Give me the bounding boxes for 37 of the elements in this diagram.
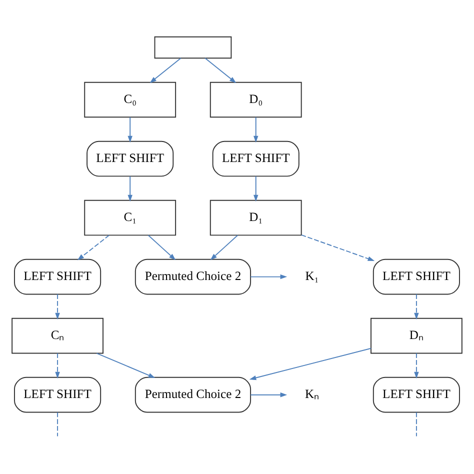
node-box: Cₙ [12, 318, 104, 354]
node-text: K₁ [305, 269, 319, 284]
arrow [250, 274, 288, 280]
node-box: LEFT SHIFT [372, 376, 460, 413]
node-box: LEFT SHIFT [212, 140, 300, 177]
arrow [128, 116, 132, 143]
arrow [300, 234, 375, 261]
node-text: Kₙ [304, 387, 320, 402]
node-box: LEFT SHIFT [14, 376, 102, 413]
arrow [77, 234, 110, 260]
arrow [210, 234, 238, 260]
arrow [55, 294, 60, 320]
node-box: Dₙ [370, 318, 462, 354]
arrow [96, 352, 156, 378]
arrow [250, 392, 288, 398]
connector [57, 412, 58, 437]
node-box [154, 36, 232, 59]
arrow [414, 352, 419, 379]
arrow [204, 58, 236, 84]
node-box: Permuted Choice 2 [134, 376, 252, 413]
node-box: D₀ [210, 82, 302, 118]
connector [416, 412, 417, 437]
node-box: C₀ [84, 82, 176, 118]
node-box: Permuted Choice 2 [134, 258, 252, 295]
arrow [55, 352, 60, 379]
node-box: LEFT SHIFT [14, 258, 102, 295]
arrow [254, 116, 258, 143]
node-box: LEFT SHIFT [86, 140, 174, 177]
node-box: D₁ [210, 200, 302, 236]
node-box: C₁ [84, 200, 176, 236]
arrow [148, 234, 176, 260]
arrow [150, 58, 182, 84]
arrow [414, 294, 419, 320]
arrow [128, 176, 132, 202]
node-box: LEFT SHIFT [372, 258, 460, 295]
arrow [249, 348, 372, 380]
arrow [254, 176, 258, 202]
